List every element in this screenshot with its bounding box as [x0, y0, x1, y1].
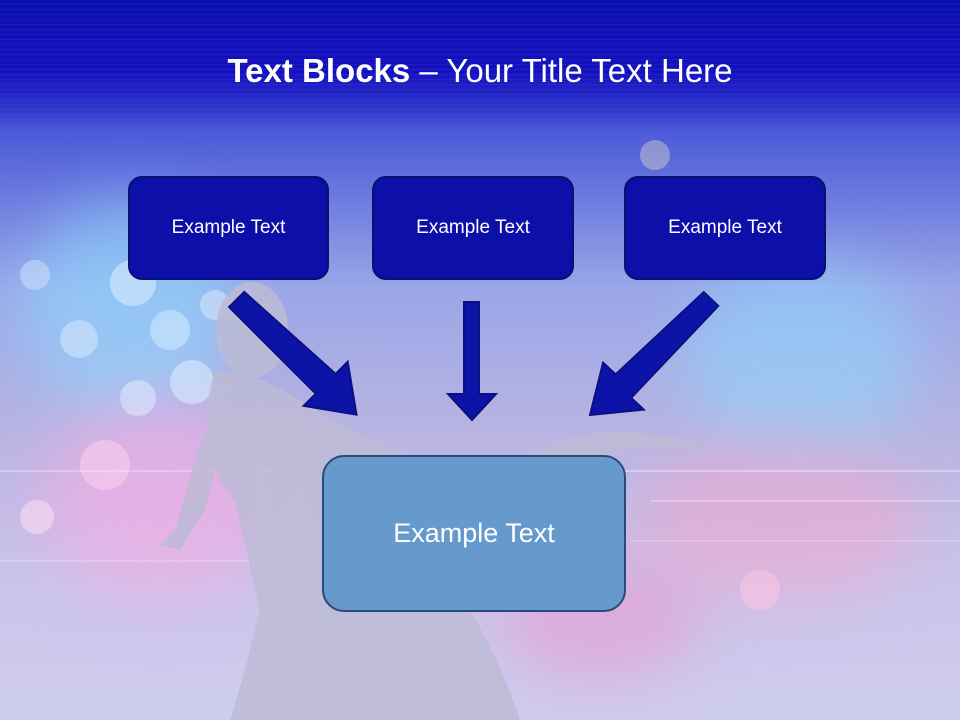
text-box-right-label: Example Text: [668, 217, 782, 238]
text-box-center-label: Example Text: [416, 217, 530, 238]
header-texture: [0, 0, 960, 120]
title-bold-part: Text Blocks: [227, 52, 411, 89]
arrow-right-to-center: [588, 290, 720, 417]
text-box-bottom: Example Text: [322, 455, 626, 612]
text-box-left: Example Text: [128, 176, 329, 280]
text-box-left-label: Example Text: [171, 217, 286, 238]
header-band: [0, 0, 960, 130]
arrow-center-down: [445, 301, 499, 422]
slide-title: Text Blocks – Your Title Text Here: [0, 52, 960, 90]
text-box-center: Example Text: [372, 176, 574, 280]
text-box-bottom-label: Example Text: [393, 518, 555, 548]
title-separator: –: [410, 52, 447, 89]
title-regular-part: Your Title Text Here: [446, 52, 733, 89]
arrow-left-to-center: [227, 290, 358, 416]
text-box-right: Example Text: [624, 176, 826, 280]
